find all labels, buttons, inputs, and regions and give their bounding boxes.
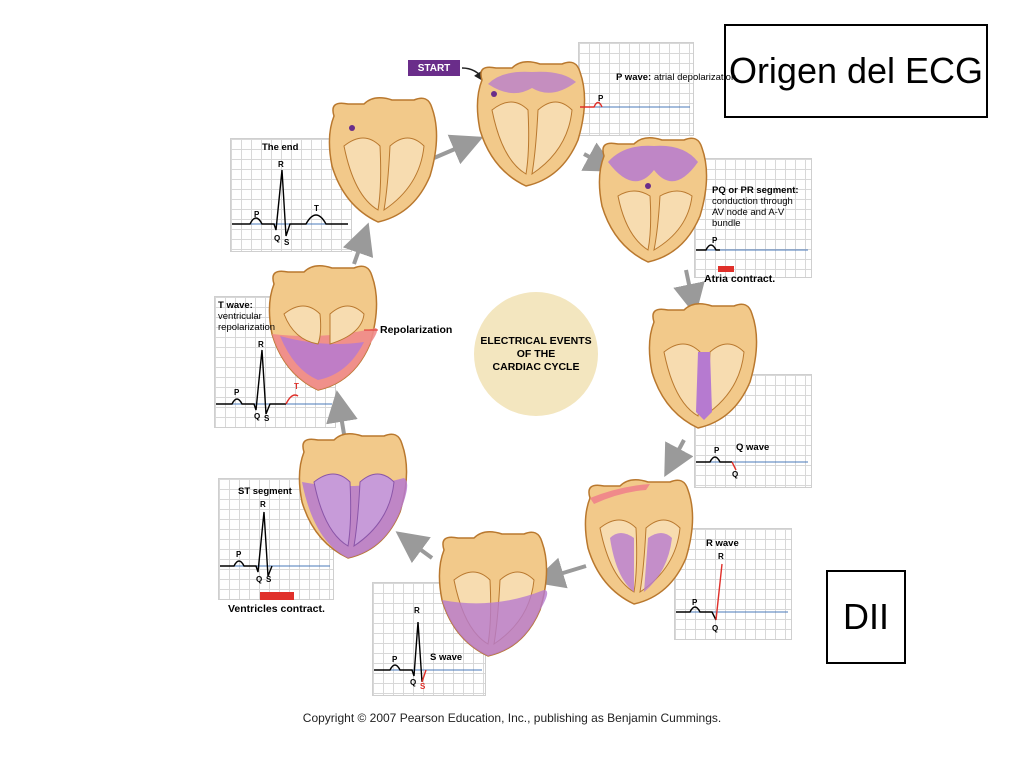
panel-pr-segment bbox=[694, 158, 812, 278]
st-title: ST segment bbox=[238, 486, 292, 497]
center-circle: ELECTRICAL EVENTS OF THE CARDIAC CYCLE bbox=[474, 292, 598, 416]
p-wave-p: P bbox=[598, 94, 604, 103]
t-wave-title-1: T wave: bbox=[218, 300, 253, 311]
ventricles-contract-caption: Ventricles contract. bbox=[228, 603, 325, 615]
ventricles-contract-bar bbox=[260, 592, 294, 600]
heart-2 bbox=[598, 137, 708, 263]
the-end-t: T bbox=[314, 204, 319, 213]
heart-4 bbox=[584, 479, 694, 605]
t-wave-p: P bbox=[234, 388, 240, 397]
heart-8 bbox=[328, 97, 438, 223]
the-end-title: The end bbox=[262, 142, 299, 153]
the-end-r: R bbox=[278, 160, 284, 169]
r-wave-r: R bbox=[718, 552, 724, 561]
t-wave-s: S bbox=[264, 414, 270, 423]
copyright-notice: Copyright © 2007 Pearson Education, Inc.… bbox=[302, 711, 722, 725]
s-wave-r: R bbox=[414, 606, 420, 615]
st-p: P bbox=[236, 550, 242, 559]
center-line-1: ELECTRICAL EVENTS bbox=[480, 334, 592, 347]
t-wave-q: Q bbox=[254, 412, 261, 421]
cycle-arrows bbox=[326, 134, 705, 589]
s-wave-q: Q bbox=[410, 678, 417, 687]
t-wave-t: T bbox=[294, 382, 299, 391]
r-wave-p: P bbox=[692, 598, 698, 607]
r-wave-q: Q bbox=[712, 624, 719, 633]
atria-contract-bar bbox=[718, 266, 734, 272]
ecg-traces bbox=[216, 101, 737, 683]
heart-3 bbox=[648, 303, 758, 429]
heart-1 bbox=[476, 61, 586, 187]
heart-6 bbox=[298, 433, 408, 559]
the-end-p: P bbox=[254, 210, 260, 219]
start-badge: START bbox=[408, 60, 460, 76]
pr-desc-3: bundle bbox=[712, 218, 741, 229]
repolarization-label: Repolarization bbox=[380, 324, 453, 336]
pr-desc-1: conduction through bbox=[712, 196, 793, 207]
t-wave-title-2: ventricular bbox=[218, 311, 262, 322]
r-wave-title: R wave bbox=[706, 538, 739, 549]
s-wave-p: P bbox=[392, 655, 398, 664]
q-wave-q: Q bbox=[732, 470, 739, 479]
atria-contract-caption: Atria contract. bbox=[704, 273, 776, 285]
pr-desc-2: AV node and A-V bbox=[712, 207, 785, 218]
heart-5 bbox=[438, 531, 548, 657]
t-wave-r: R bbox=[258, 340, 264, 349]
the-end-q: Q bbox=[274, 234, 281, 243]
q-wave-p: P bbox=[714, 446, 720, 455]
heart-7 bbox=[268, 265, 378, 391]
q-wave-title: Q wave bbox=[736, 442, 770, 453]
center-line-2: OF THE bbox=[516, 347, 556, 360]
p-wave-label: P wave: atrial depolarization bbox=[616, 72, 737, 83]
pr-p: P bbox=[712, 236, 718, 245]
st-s: S bbox=[266, 575, 272, 584]
t-wave-title-3: repolarization bbox=[218, 322, 276, 333]
s-wave-title: S wave bbox=[430, 652, 463, 663]
center-line-3: CARDIAC CYCLE bbox=[492, 360, 580, 373]
the-end-s: S bbox=[284, 238, 290, 247]
slide-title: Origen del ECG bbox=[724, 24, 988, 118]
s-wave-s: S bbox=[420, 682, 426, 691]
lead-label: DII bbox=[826, 570, 906, 664]
st-r: R bbox=[260, 500, 266, 509]
st-q: Q bbox=[256, 575, 263, 584]
pr-title: PQ or PR segment: bbox=[712, 185, 799, 196]
panel-r-wave bbox=[674, 528, 792, 640]
